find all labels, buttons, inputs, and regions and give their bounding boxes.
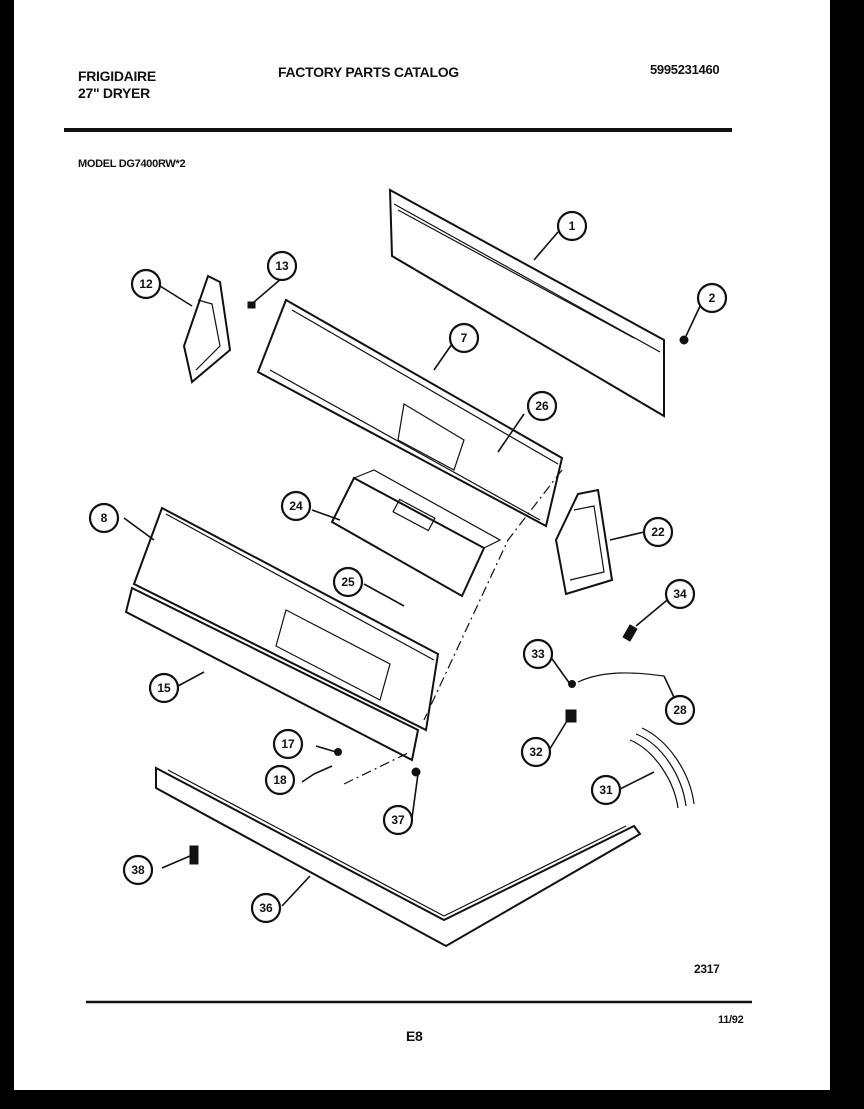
callout-15: 15 <box>148 672 180 704</box>
part-right-end-cap <box>554 488 614 596</box>
callout-28: 28 <box>664 694 696 726</box>
callout-12: 12 <box>130 268 162 300</box>
callout-13: 13 <box>266 250 298 282</box>
page-number: E8 <box>406 1028 423 1044</box>
part-nut-33 <box>568 680 576 688</box>
part-screw-2 <box>679 335 689 345</box>
callout-22-label: 22 <box>651 525 665 539</box>
callout-24: 24 <box>280 490 312 522</box>
callout-1: 1 <box>556 210 588 242</box>
part-switch-32 <box>565 709 577 723</box>
part-control-board <box>330 469 502 598</box>
callout-2: 2 <box>696 282 728 314</box>
callout-1-label: 1 <box>569 219 576 233</box>
callout-17-label: 17 <box>281 737 295 751</box>
part-screw-37 <box>411 767 421 777</box>
callout-22: 22 <box>642 516 674 548</box>
brand-name: FRIGIDAIRE <box>78 68 156 84</box>
callout-26: 26 <box>526 390 558 422</box>
callout-18: 18 <box>264 764 296 796</box>
callout-33: 33 <box>522 638 554 670</box>
exploded-diagram: 1 2 7 8 12 13 15 17 18 22 24 25 26 28 31… <box>64 128 752 1004</box>
part-fastener-38 <box>189 845 199 865</box>
callout-7: 7 <box>448 322 480 354</box>
revision-date: 11/92 <box>718 1014 744 1026</box>
callout-17: 17 <box>272 728 304 760</box>
callout-7-label: 7 <box>461 331 468 345</box>
callout-15-label: 15 <box>157 681 171 695</box>
part-control-panel <box>132 506 440 732</box>
callout-34: 34 <box>664 578 696 610</box>
callout-26-label: 26 <box>535 399 549 413</box>
part-screw-18 <box>313 765 333 775</box>
callout-37: 37 <box>382 804 414 836</box>
part-left-end-cap <box>182 274 232 384</box>
callout-38: 38 <box>122 854 154 886</box>
callout-36: 36 <box>250 892 282 924</box>
callout-37-label: 37 <box>391 813 405 827</box>
callout-34-label: 34 <box>673 587 687 601</box>
callout-8-label: 8 <box>101 511 108 525</box>
callout-18-label: 18 <box>273 773 287 787</box>
callout-13-label: 13 <box>275 259 289 273</box>
leader-lines <box>123 231 703 907</box>
part-rear-panel <box>388 188 665 418</box>
callout-28-label: 28 <box>673 703 687 717</box>
assembly-line-1 <box>423 469 563 721</box>
part-wire-harness-28 <box>577 672 665 683</box>
part-panel-trim <box>124 586 420 762</box>
part-clip-13 <box>247 301 256 309</box>
callout-8: 8 <box>88 502 120 534</box>
callout-33-label: 33 <box>531 647 545 661</box>
assembly-line-2 <box>343 751 411 785</box>
callout-32: 32 <box>520 736 552 768</box>
callout-31-label: 31 <box>599 783 613 797</box>
part-clip-34 <box>622 624 638 642</box>
callout-24-label: 24 <box>289 499 303 513</box>
model-number: MODEL DG7400RW*2 <box>78 158 186 170</box>
brand-block: FRIGIDAIRE 27" DRYER <box>78 68 156 102</box>
callout-25-label: 25 <box>341 575 355 589</box>
part-harness-31 <box>629 727 695 809</box>
catalog-page: FRIGIDAIRE 27" DRYER FACTORY PARTS CATAL… <box>14 0 830 1090</box>
catalog-part-number: 5995231460 <box>650 62 720 77</box>
catalog-title: FACTORY PARTS CATALOG <box>278 64 459 80</box>
callout-25: 25 <box>332 566 364 598</box>
callout-36-label: 36 <box>259 901 273 915</box>
drawing-code: 2317 <box>694 962 720 976</box>
product-type: 27" DRYER <box>78 85 150 101</box>
callout-38-label: 38 <box>131 863 145 877</box>
callout-31: 31 <box>590 774 622 806</box>
part-top-panel <box>155 766 642 948</box>
callout-32-label: 32 <box>529 745 543 759</box>
callout-2-label: 2 <box>709 291 716 305</box>
callout-12-label: 12 <box>139 277 153 291</box>
part-control-panel-frame <box>256 298 564 528</box>
